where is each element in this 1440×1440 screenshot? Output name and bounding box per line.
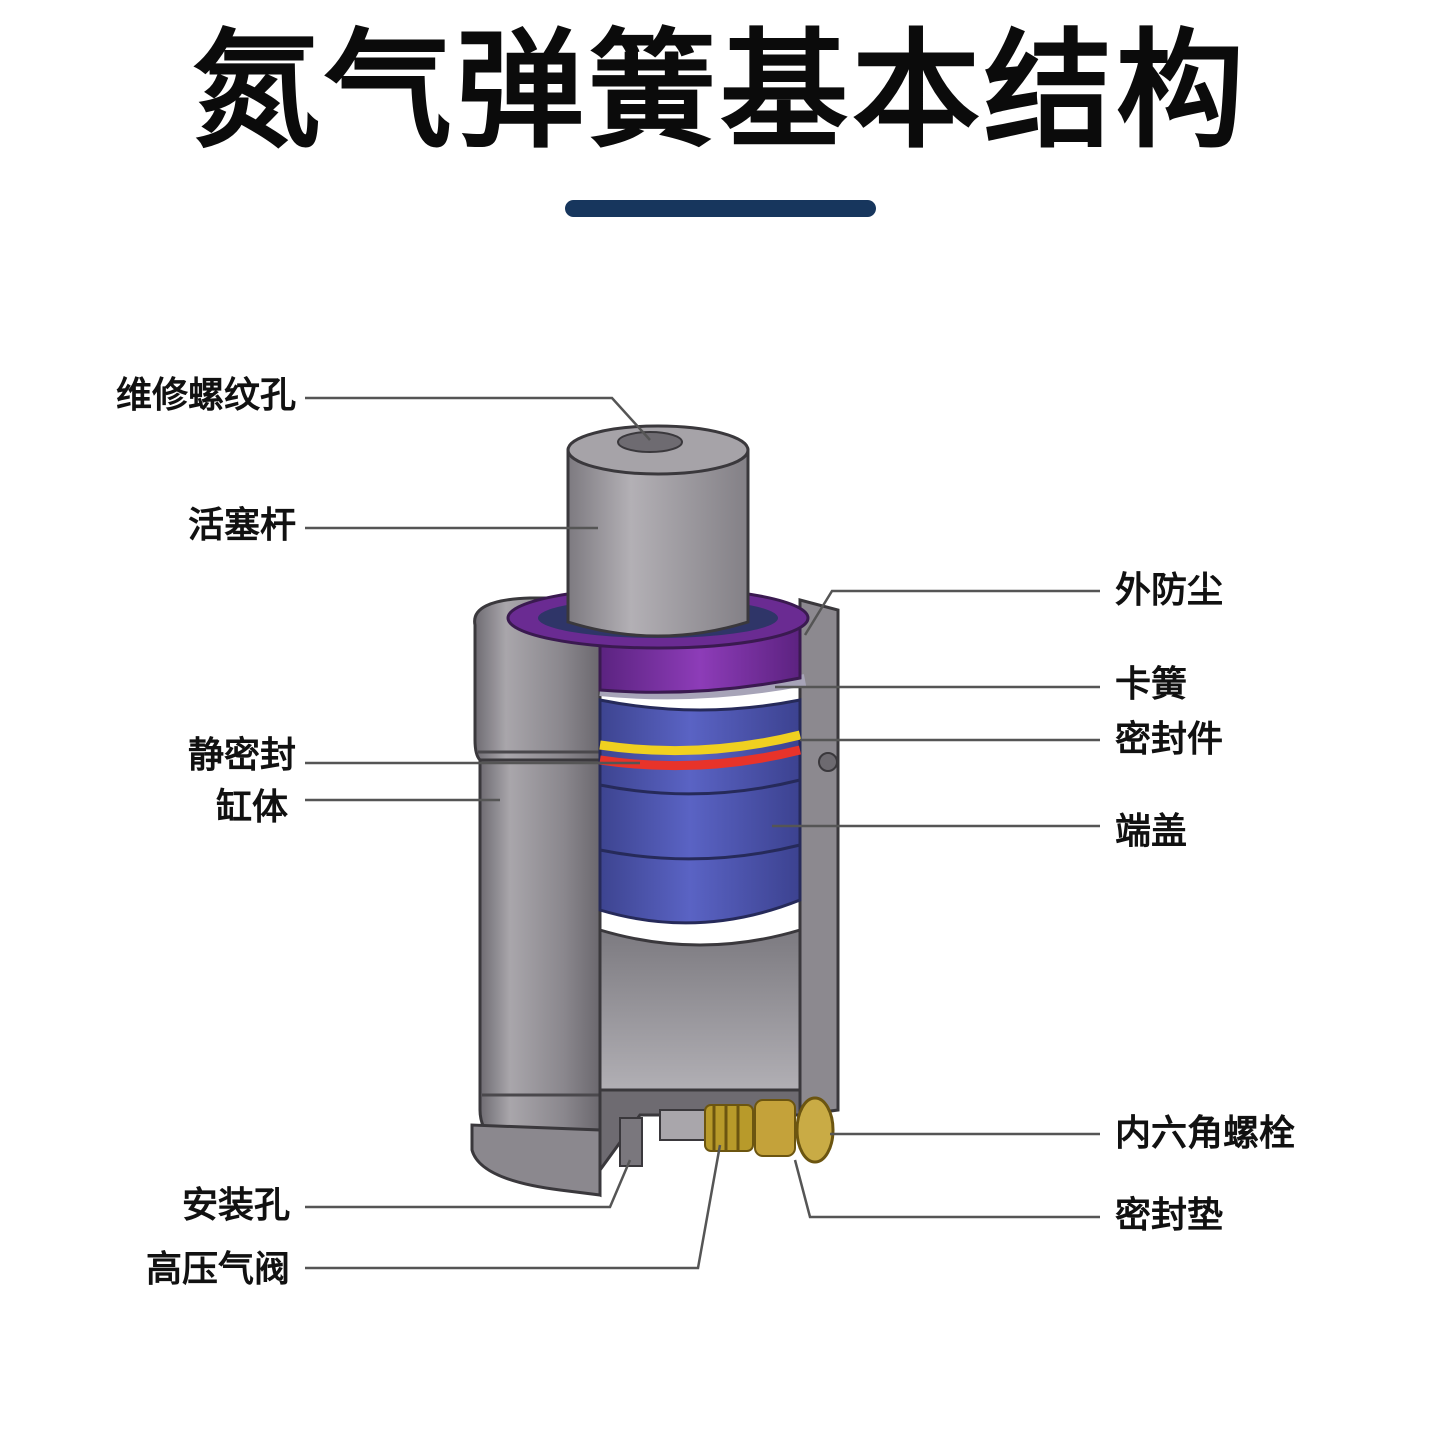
label-circlip: 卡簧 [1115,664,1188,705]
cylinder-wall-section [798,598,840,1117]
label-piston-rod: 活塞杆 [187,505,296,546]
page-title: 氮气弹簧基本结构 [191,17,1248,166]
leader-mount-hole [305,1159,632,1209]
leader-dust-seal [803,589,1100,636]
label-cylinder: 缸体 [215,787,288,828]
label-thread-hole: 维修螺纹孔 [115,375,296,416]
label-gasket: 密封垫 [1115,1195,1224,1236]
leader-lines [305,396,1100,1270]
piston-rod [566,424,750,638]
label-hp-valve: 高压气阀 [145,1249,290,1290]
cylinder-body [470,596,602,1198]
label-mount-hole: 安装孔 [181,1185,290,1226]
leader-gasket [793,1159,1100,1219]
valve-spring [704,1104,754,1152]
hp-valve-assembly [619,1096,835,1167]
seal-yellow-band [599,730,802,756]
label-end-cap: 端盖 [1115,811,1188,852]
title-underline [565,200,876,217]
label-hex-bolt: 内六角螺栓 [1115,1113,1296,1154]
label-seal: 密封件 [1115,719,1224,760]
leader-thread-hole [305,396,651,441]
end-cap [598,698,802,925]
hex-bolt-head [795,1096,835,1164]
label-static-seal: 静密封 [187,735,296,776]
leader-hp-valve [305,1144,722,1270]
label-dust-seal: 外防尘 [1115,570,1224,611]
